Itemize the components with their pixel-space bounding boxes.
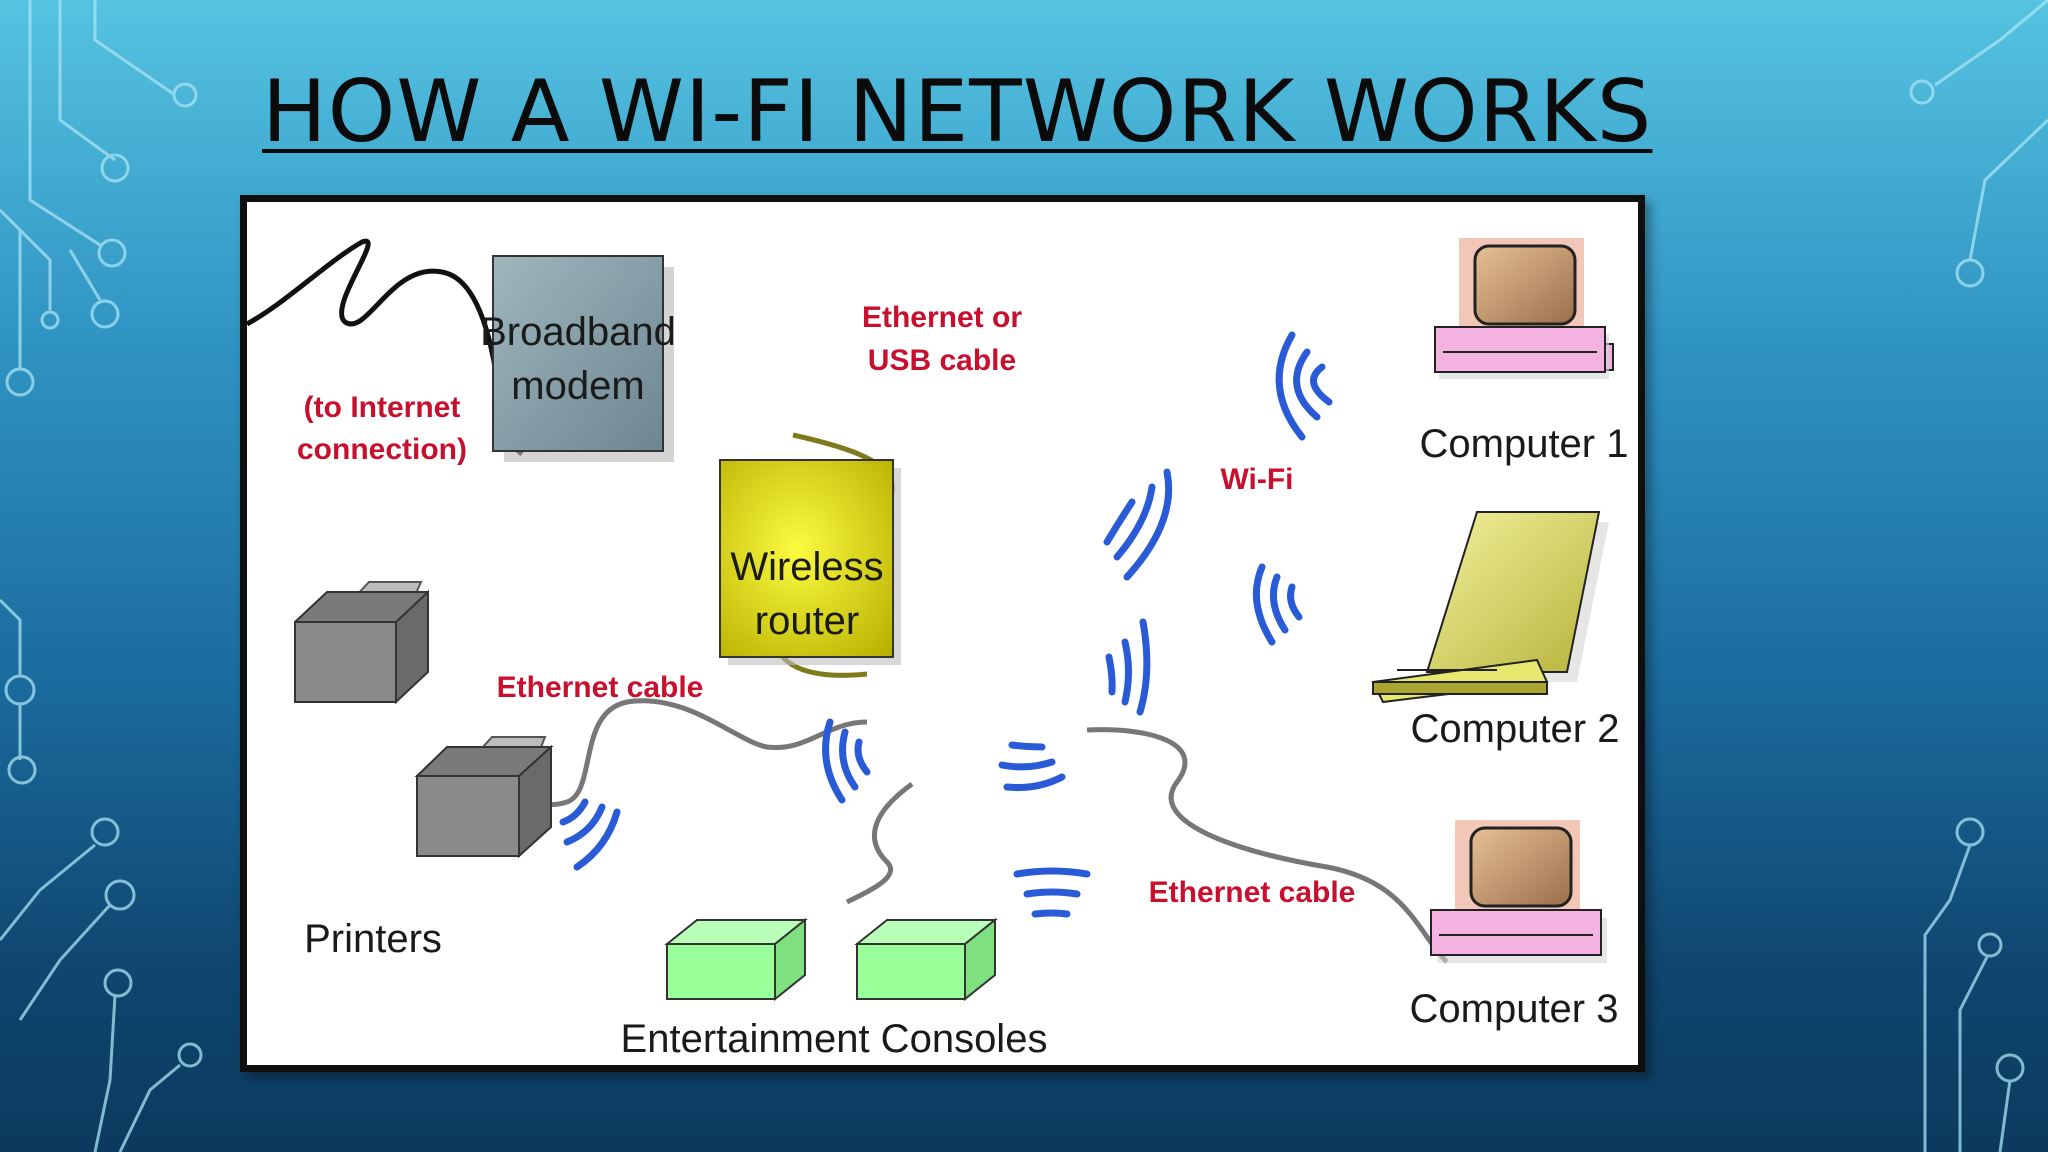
printer-1 <box>294 581 429 705</box>
ethernet-cable-label-left: Ethernet cable <box>497 671 704 704</box>
router-label-2: router <box>755 599 860 643</box>
ethernet-usb-label: Ethernet or <box>862 301 1022 334</box>
internet-connection-label-2: connection) <box>297 433 467 466</box>
wifi-waves-router-left <box>822 718 871 804</box>
network-diagram: (to Internet connection) Broadband modem… <box>240 195 1645 1072</box>
network-diagram-canvas: (to Internet connection) Broadband modem… <box>247 238 1629 1061</box>
computer-3 <box>1430 820 1607 963</box>
modem-label-2: modem <box>511 364 644 408</box>
ethernet-cable-label-right: Ethernet cable <box>1149 876 1356 909</box>
ethernet-cable-console <box>845 781 914 905</box>
router-label: Wireless <box>730 545 883 589</box>
wifi-waves-computer1 <box>1275 331 1333 441</box>
wifi-waves-router-down <box>998 741 1066 791</box>
wifi-waves-router-right <box>1105 618 1151 716</box>
consoles-label: Entertainment Consoles <box>621 1017 1048 1061</box>
ethernet-cable-computer3 <box>1086 727 1449 964</box>
computer3-label: Computer 3 <box>1410 987 1619 1031</box>
computer-1 <box>1434 238 1614 379</box>
wifi-waves-printer <box>559 798 621 871</box>
slide-title: HOW A WI-FI NETWORK WORKS <box>262 62 1653 162</box>
wifi-waves-computer2 <box>1252 563 1303 646</box>
wifi-waves-router-up <box>1103 468 1173 581</box>
computer-2 <box>1371 511 1609 704</box>
computer2-label: Computer 2 <box>1411 707 1620 751</box>
entertainment-console-1 <box>664 917 808 1002</box>
wifi-waves-console <box>1013 867 1091 918</box>
computer1-label: Computer 1 <box>1420 422 1629 466</box>
wireless-router <box>719 459 901 665</box>
printer-2 <box>414 736 554 859</box>
ethernet-usb-label-2: USB cable <box>868 344 1016 377</box>
printers-label: Printers <box>304 917 442 961</box>
wifi-label: Wi-Fi <box>1220 463 1293 496</box>
broadband-modem <box>492 255 674 462</box>
modem-label: Broadband <box>480 310 676 354</box>
internet-connection-label: (to Internet <box>304 391 461 424</box>
entertainment-console-2 <box>854 917 998 1002</box>
